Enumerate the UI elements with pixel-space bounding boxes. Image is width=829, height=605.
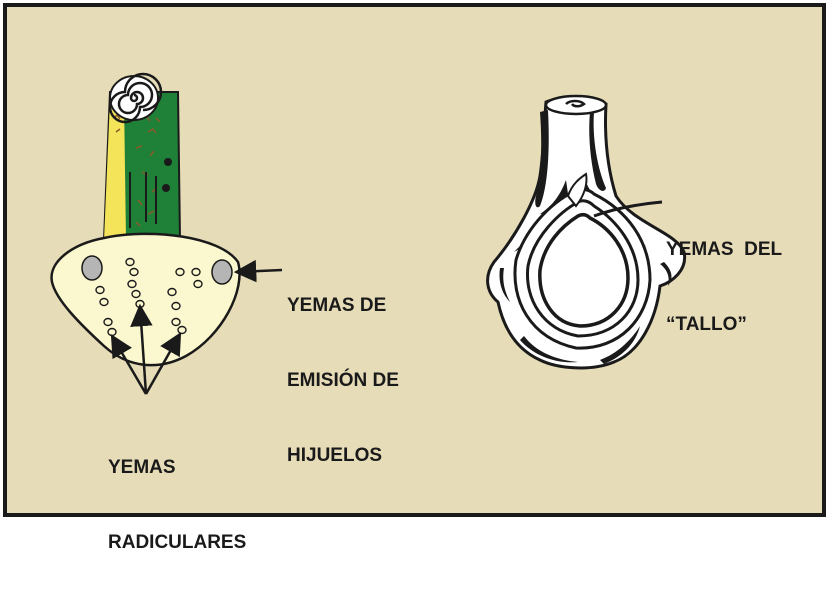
diagram-svg [3,3,826,517]
stem-buds-label-line: “TALLO” [666,314,747,335]
stem-node-dot [164,158,172,166]
offshoot-bud [81,255,103,281]
stem-buds-label: YEMAS DEL “TALLO” [666,187,782,387]
offshoot-bud [211,259,233,285]
offshoot-buds-label-line: EMISIÓN DE [287,370,399,391]
offshoot-buds-label: YEMAS DE EMISIÓN DE HIJUELOS [287,243,399,518]
corm-illustration [50,72,283,395]
stem-yellow-stripe [104,100,126,240]
stem-node-dot [162,184,170,192]
offshoot-buds-label-line: HIJUELOS [287,445,383,466]
stem-bud-apex [566,172,588,208]
stem-buds-label-line: YEMAS DEL [666,239,783,260]
offshoot-buds-arrow [233,259,283,283]
root-buds-label-line: RADICULARES [108,532,247,553]
offshoot-buds-label-line: YEMAS DE [287,295,387,316]
stem-buds-pointer [593,200,663,218]
root-buds-arrows [110,303,182,395]
diagram-canvas: YEMAS DE EMISIÓN DE HIJUELOS YEMAS RADIC… [3,3,826,553]
root-buds-label: YEMAS RADICULARES [108,405,246,605]
corm-section-illustration [486,94,687,370]
section-core [538,212,630,328]
root-buds-label-line: YEMAS [108,457,176,478]
root-bud-circles [95,257,203,337]
stem-black-lines [129,172,157,228]
stem-cross-section-spiral [108,72,163,124]
